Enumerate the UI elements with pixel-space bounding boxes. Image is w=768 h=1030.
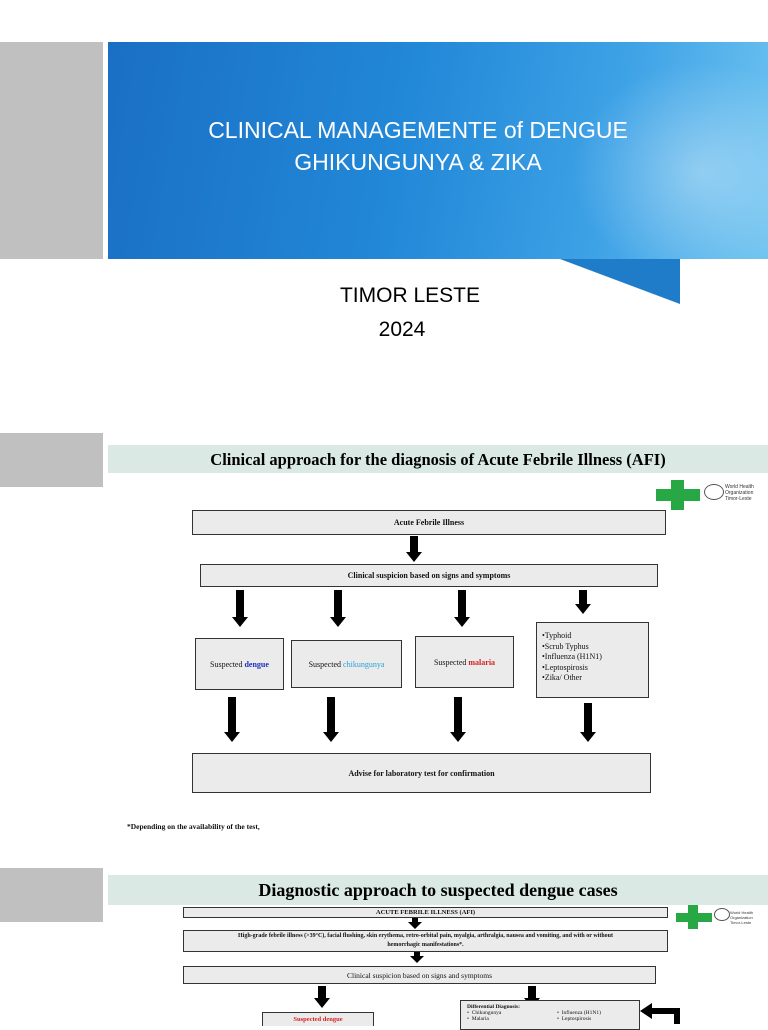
diff-row: • Malaria • Leptospirosis [467,1016,639,1022]
slide3-afi-box: ACUTE FEBRILE ILLNESS (AFI) [183,907,668,918]
suspected-dengue-box: Suspected dengue [195,638,284,690]
who-emblem-icon [704,484,724,500]
criteria-line2: hemorrhagic manifestations*. [387,942,464,948]
diff-item: • Chikungunya [467,1010,502,1016]
diff-item: • Leptospirosis [557,1016,592,1022]
slide3-title: Diagnostic approach to suspected dengue … [258,880,618,900]
slide3-side-tab [0,868,103,922]
malaria-label: malaria [468,657,496,667]
slide2-side-tab [0,433,103,487]
suspected-chik-prefix: Suspected [308,659,342,669]
slide1-title: CLINICAL MANAGEMENTE of DENGUE GHIKUNGUN… [108,114,728,178]
who-logo-name: World Health Organization [725,484,754,496]
diff-title: Differential Diagnosis: [467,1004,520,1010]
chik-label: chikungunya [343,659,385,669]
other-item: •Typhoid [542,631,572,640]
diff-item: • Influenza (H1N1) [557,1010,601,1016]
dengue-label: dengue [244,659,269,669]
suspected-chik-box: Suspected chikungunya [291,640,402,688]
suspected-malaria-box: Suspected malaria [415,636,514,688]
who-logo-text-small: World Health Organization Timor-Leste [730,910,766,925]
who-logo-small-name: World Health Organization [730,910,754,920]
slide3-diff-box: Differential Diagnosis: • Chikungunya • … [460,1000,640,1030]
suspected-malaria-prefix: Suspected [433,657,467,667]
slide2-footnote: *Depending on the availability of the te… [127,822,260,831]
suspected-dengue-prefix: Suspected [210,659,243,669]
slide2-suspicion-box: Clinical suspicion based on signs and sy… [200,564,658,587]
slide1-year: 2024 [378,318,426,341]
slide2-afi-box: Acute Febrile Illness [192,510,666,535]
slide3-side-arrow [650,1008,680,1014]
slide3-criteria-box: High-grade febrile illness (>39°C), faci… [183,930,668,952]
who-logo-text: World Health Organization Timor-Leste [725,484,767,502]
other-item: •Influenza (H1N1) [542,652,602,661]
ministry-logo [656,480,700,510]
slide3-side-arrow-head [640,1003,652,1019]
slide1-side-tab [0,42,103,259]
criteria-line1: High-grade febrile illness (>39°C), faci… [238,933,613,939]
other-diagnoses-box: •Typhoid •Scrub Typhus •Influenza (H1N1)… [536,622,649,698]
other-item: •Leptospirosis [542,662,588,672]
slide2-header-strip [108,445,768,473]
ministry-logo-small [676,905,712,929]
slide1-banner-tail [560,259,680,304]
diff-row: • Chikungunya • Influenza (H1N1) [467,1010,639,1016]
slide1-country: TIMOR LESTE [339,284,481,307]
diff-item-text: Leptospirosis [561,1016,592,1022]
slide3-header-strip [108,875,768,905]
other-diagnoses-list: •Typhoid •Scrub Typhus •Influenza (H1N1)… [542,631,602,684]
other-item: •Scrub Typhus [542,641,589,651]
diff-item-text: Malaria [471,1016,489,1022]
who-logo-sub: Timor-Leste [725,496,752,502]
other-item: •Zika/ Other [542,673,582,682]
diff-item-text: Chikungunya [471,1010,502,1016]
slide2-advise-box: Advise for laboratory test for confirmat… [192,753,651,793]
who-emblem-small-icon [714,908,730,921]
slide1-title-banner: CLINICAL MANAGEMENTE of DENGUE GHIKUNGUN… [108,42,768,259]
slide1-title-line1: CLINICAL MANAGEMENTE of DENGUE [208,117,628,143]
suspected-dengue-case-label: Suspected dengue [293,1016,343,1023]
diff-content: Differential Diagnosis: • Chikungunya • … [467,1004,639,1022]
diff-item: • Malaria [467,1016,489,1022]
who-logo-small-sub: Timor-Leste [730,920,752,925]
diff-item-text: Influenza (H1N1) [561,1010,601,1016]
slide3-suspicion-box: Clinical suspicion based on signs and sy… [183,966,656,984]
suspected-dengue-case-box: Suspected dengue [262,1012,374,1026]
slide2-title: Clinical approach for the diagnosis of A… [210,450,666,469]
slide1-title-line2: GHIKUNGUNYA & ZIKA [294,149,542,175]
